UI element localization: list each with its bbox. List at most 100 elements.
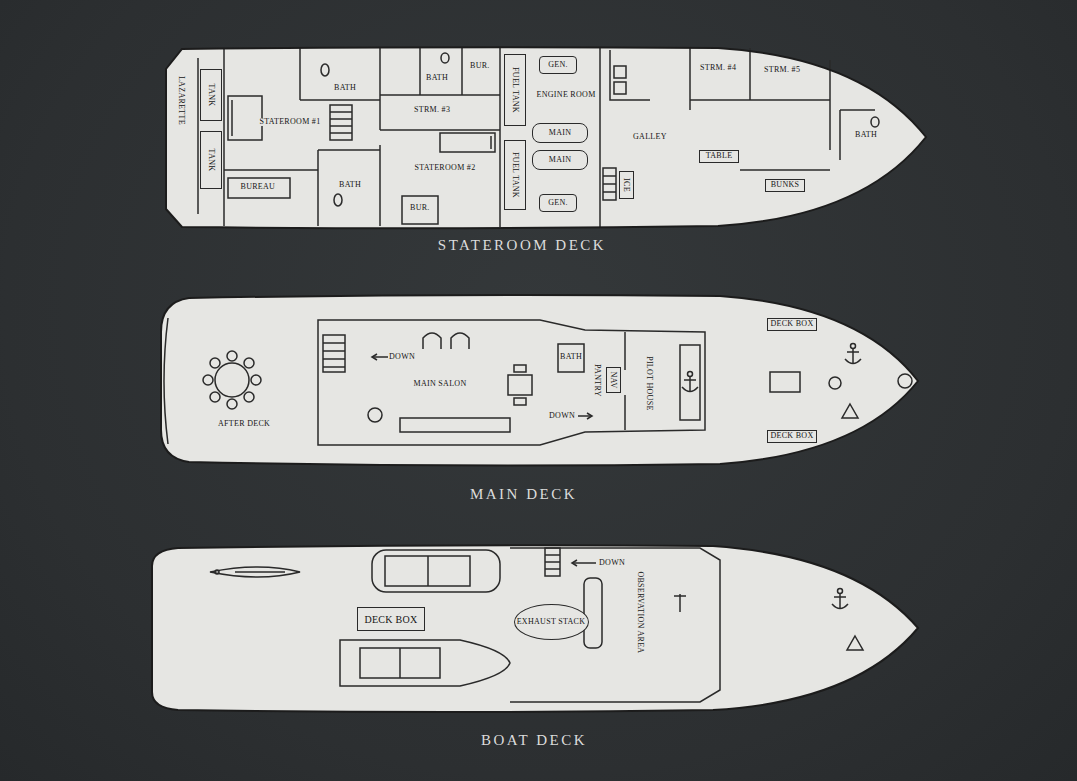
- box-label: DECK BOX: [364, 614, 417, 625]
- box-text: MAIN: [549, 156, 572, 165]
- room-label: BUREAU: [240, 183, 277, 192]
- deck-hull: STATEROOM DECKTANKTANKFUEL TANKFUEL TANK…: [158, 45, 928, 231]
- box-label: GEN.: [548, 61, 568, 70]
- box-text: BUNKS: [771, 181, 800, 190]
- room-label: OBSERVATION AREA: [636, 570, 645, 654]
- main-deck-structure: [451, 333, 469, 349]
- engine-box: MAIN: [532, 123, 588, 143]
- anchor-symbol: [832, 589, 848, 610]
- boat-deck-structure: [399, 648, 401, 678]
- room-label: STRM. #3: [413, 106, 451, 115]
- box-label: TANK: [207, 84, 216, 107]
- stateroom-walls: [603, 191, 616, 193]
- stateroom-walls: [603, 183, 616, 185]
- main-deck-structure: [372, 354, 377, 360]
- stateroom-walls: [224, 169, 318, 171]
- main-deck-structure: [558, 344, 584, 372]
- deck-hull: BOAT DECKDECK BOXEXHAUST STACK: [148, 544, 920, 714]
- fuel-tank-box: FUEL TANK: [504, 54, 526, 126]
- stateroom-walls: [228, 178, 290, 198]
- anchor-symbol: [845, 344, 861, 365]
- main-deck-structure: [227, 351, 237, 361]
- room-label: BATH: [425, 74, 449, 83]
- hull-outline: [161, 295, 918, 466]
- room-label: DOWN: [388, 353, 416, 362]
- stateroom-walls: [330, 125, 352, 127]
- main-deck-structure: [842, 404, 858, 418]
- stateroom-walls: [317, 150, 319, 226]
- main-deck-structure: [203, 375, 213, 385]
- boat-deck-structure: [210, 567, 300, 577]
- box-text: DECK BOX: [770, 320, 813, 329]
- table-box: TABLE: [699, 150, 739, 163]
- main-deck-structure: [829, 377, 841, 389]
- stateroom-walls: [402, 196, 438, 224]
- room-label: GALLEY: [632, 133, 668, 142]
- stateroom-walls: [871, 117, 879, 127]
- room-label: MAIN SALON: [413, 380, 468, 389]
- deck-box: DECK BOX: [767, 430, 817, 443]
- main-deck-structure: [318, 320, 705, 445]
- main-deck-structure: [244, 358, 254, 368]
- boat-deck-structure: [572, 560, 577, 566]
- box-text: FUEL TANK: [511, 67, 520, 113]
- stateroom-walls: [380, 129, 500, 131]
- boat-deck-structure: [360, 648, 440, 678]
- deck-caption: MAIN DECK: [141, 486, 906, 503]
- box-label: MAIN: [549, 129, 572, 138]
- box-text: GEN.: [548, 61, 568, 70]
- stateroom-walls: [198, 47, 879, 228]
- boat-deck-structure: [572, 562, 596, 564]
- stateroom-walls: [223, 48, 225, 226]
- anchor-symbol: [688, 372, 693, 377]
- hull-fill: [152, 545, 918, 712]
- room-label: BATH: [559, 353, 583, 362]
- boat-deck-structure: [215, 570, 219, 574]
- box-text: MAIN: [549, 129, 572, 138]
- main-deck-structure: [624, 332, 626, 370]
- boat-deck-structure: [847, 636, 863, 650]
- stateroom-walls: [603, 168, 616, 200]
- fuel-tank-box: FUEL TANK: [504, 140, 526, 210]
- stateroom-walls: [599, 47, 601, 228]
- main-deck-structure: [514, 398, 526, 405]
- boat-deck-structure: [372, 550, 500, 592]
- boat-deck-structure: [545, 554, 560, 556]
- boat-deck-structure: [385, 556, 470, 586]
- hull-outline: [166, 47, 926, 228]
- bunks-box: BUNKS: [765, 179, 805, 192]
- room-label: LAZARETTE: [176, 74, 185, 125]
- stateroom-walls: [330, 132, 352, 134]
- stateroom-walls: [614, 82, 626, 94]
- box-label: GEN.: [548, 199, 568, 208]
- box-text: ICE: [622, 178, 631, 192]
- box-label: TABLE: [706, 152, 733, 161]
- box-label: FUEL TANK: [511, 67, 520, 113]
- room-label: BATH: [854, 131, 878, 140]
- main-deck-structure: [624, 395, 626, 430]
- exhaust-stack: EXHAUST STACK: [514, 604, 589, 640]
- box-text: EXHAUST STACK: [517, 618, 586, 627]
- anchor-symbol: [682, 372, 698, 393]
- room-label: PILOT HOUSE: [643, 355, 652, 412]
- anchor-symbol: [838, 589, 843, 594]
- main-deck-structure: [770, 372, 800, 392]
- stateroom-walls: [380, 94, 500, 96]
- anchor-symbol: [832, 604, 848, 609]
- room-label: AFTER DECK: [217, 420, 271, 429]
- box-text: DECK BOX: [770, 432, 813, 441]
- deck-box: DECK BOX: [357, 607, 425, 631]
- hull-outline: [152, 545, 918, 712]
- deck-caption: STATEROOM DECK: [137, 237, 907, 254]
- main-deck-structure: [227, 399, 237, 409]
- box-label: BUNKS: [771, 181, 800, 190]
- stateroom-walls: [231, 100, 233, 136]
- stateroom-walls: [829, 60, 831, 150]
- boat-deck-structure: [510, 548, 720, 702]
- stateroom-walls: [321, 64, 329, 76]
- main-deck-structure: [323, 350, 345, 352]
- stateroom-walls: [419, 48, 421, 95]
- box-label: FUEL TANK: [511, 152, 520, 198]
- boat-deck-structure: [340, 640, 510, 686]
